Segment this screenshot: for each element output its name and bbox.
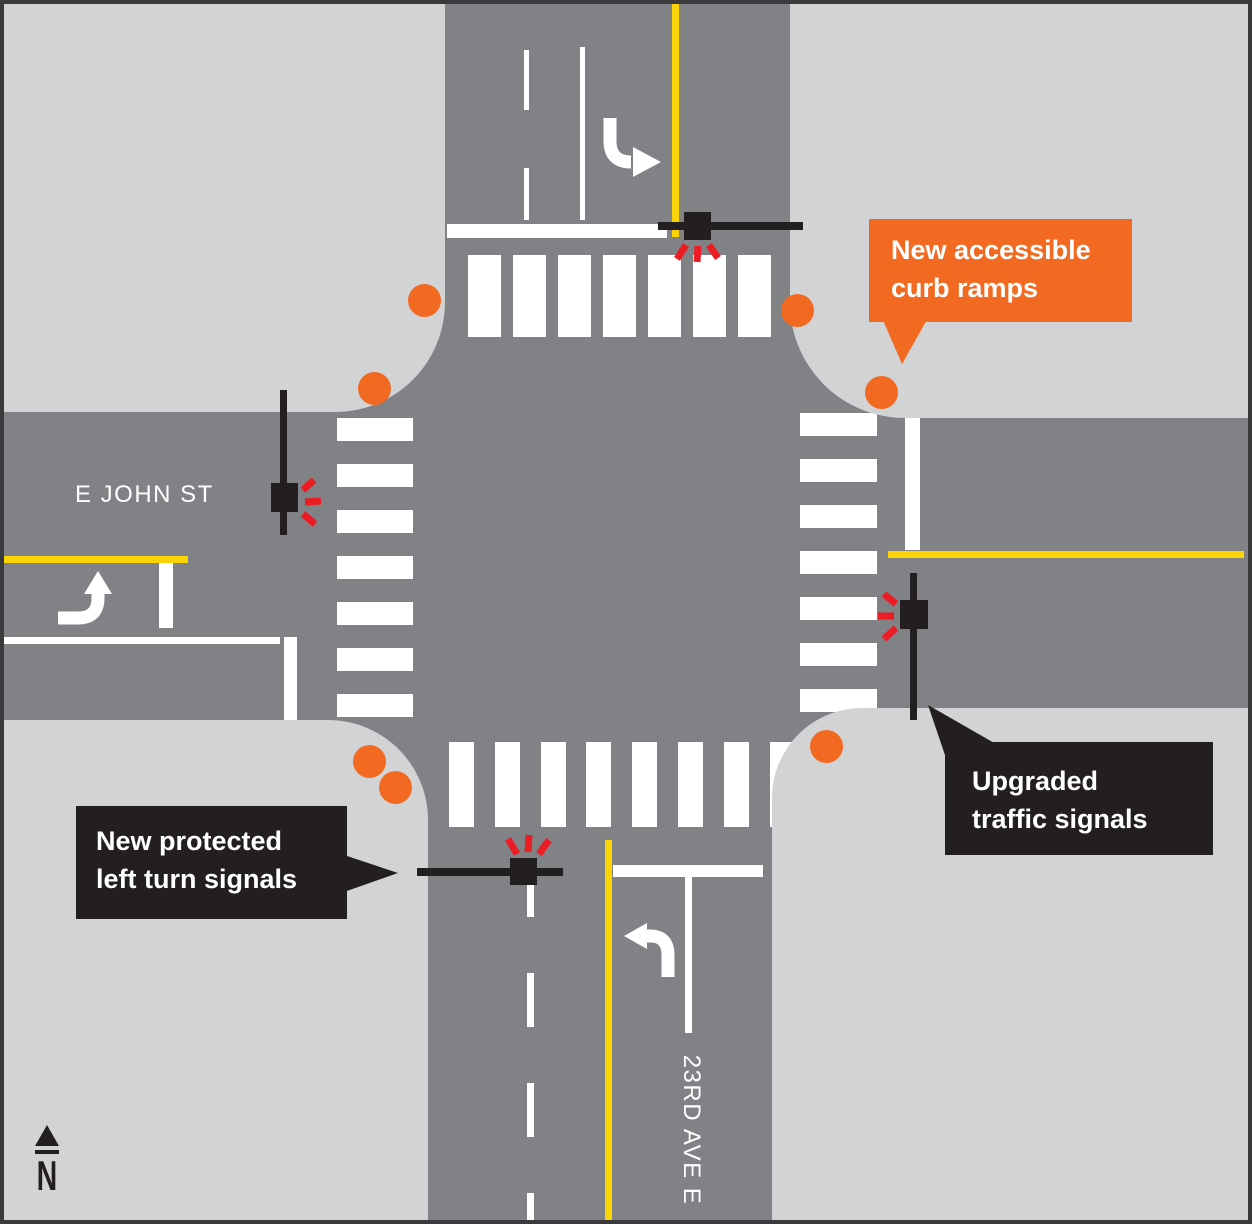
centerline-east [888,551,1244,558]
center-dash-south [527,973,534,1027]
curb-ramp-dot [352,744,386,778]
crosswalk-east-stripe [800,643,877,666]
crosswalk-east-stripe [800,413,877,436]
center-dash-south [527,1083,534,1137]
lane-dash-north [524,168,529,220]
crosswalk-south-stripe [494,742,520,827]
stop-bar-east [905,417,920,550]
crosswalk-south-stripe [449,742,474,827]
street-label-23rd-ave-e: 23RD AVE E [678,1054,705,1206]
turn-pocket-bar-west [159,563,173,628]
crosswalk-north-stripe [513,255,546,337]
callout-curb-ramps-line1: New accessible [891,235,1091,265]
crosswalk-east-stripe [800,597,877,620]
callout-left-turn-signals-line2: left turn signals [96,864,298,894]
center-dash-south [527,884,534,917]
sidewalk-northeast [790,0,1252,418]
crosswalk-east-stripe [800,505,877,528]
street-label-e-john-st: E JOHN ST [75,481,214,508]
callout-curb-ramps-line2: curb ramps [891,273,1039,303]
crosswalk-south-stripe [586,742,612,827]
compass-north-label: N [36,1152,58,1199]
centerline-north [672,4,679,237]
curb-ramp-dot [864,375,898,409]
lane-line-south [685,877,692,1033]
crosswalk-south-stripe [678,742,703,827]
sidewalk-northwest [0,0,445,412]
callout-upgraded-signals-line1: Upgraded [972,766,1099,796]
crosswalk-south-stripe [632,742,658,827]
crosswalk-north-stripe [558,255,591,337]
callout-upgraded-signals: Upgraded traffic signals [945,742,1213,855]
crosswalk-north-stripe [468,255,501,337]
crosswalk-north-stripe [603,255,636,337]
crosswalk-west-stripe [337,694,413,717]
callout-left-turn-signals: New protected left turn signals [76,806,347,919]
callout-left-turn-signals-line1: New protected [96,826,283,856]
crosswalk-south-stripe [540,742,566,827]
curb-ramp-dot [809,729,843,763]
stop-bar-south [613,865,763,877]
crosswalk-north-stripe [693,255,726,337]
crosswalk-west-stripe [337,510,413,533]
curb-ramp-dot [378,770,412,804]
crosswalk-north-stripe [648,255,681,337]
lane-line-west [4,637,280,644]
callout-upgraded-signals-line2: traffic signals [972,804,1148,834]
curb-ramp-dot [407,283,441,317]
crosswalk-west-stripe [337,556,413,579]
centerline-south [605,840,612,1220]
stop-bar-north [447,224,667,238]
lane-line-north [580,47,585,220]
crosswalk-west-stripe [337,648,413,671]
crosswalk-west-stripe [337,464,413,487]
lane-dash-north [524,50,529,110]
callout-curb-ramps: New accessible curb ramps [869,219,1132,322]
curb-ramp-dot [780,293,814,327]
crosswalk-west-stripe [337,602,413,625]
crosswalk-north-stripe [738,255,771,337]
crosswalk-east-stripe [800,459,877,482]
stop-bar-west [284,637,297,727]
centerline-west [4,556,188,563]
crosswalk-east-stripe [800,551,877,574]
center-dash-south [527,1193,534,1220]
crosswalk-west-stripe [337,418,413,441]
crosswalk-south-stripe [723,742,749,827]
crosswalk-east-stripe [800,689,877,712]
curb-ramp-dot [357,371,391,405]
sidewalk-southwest [0,720,428,1224]
